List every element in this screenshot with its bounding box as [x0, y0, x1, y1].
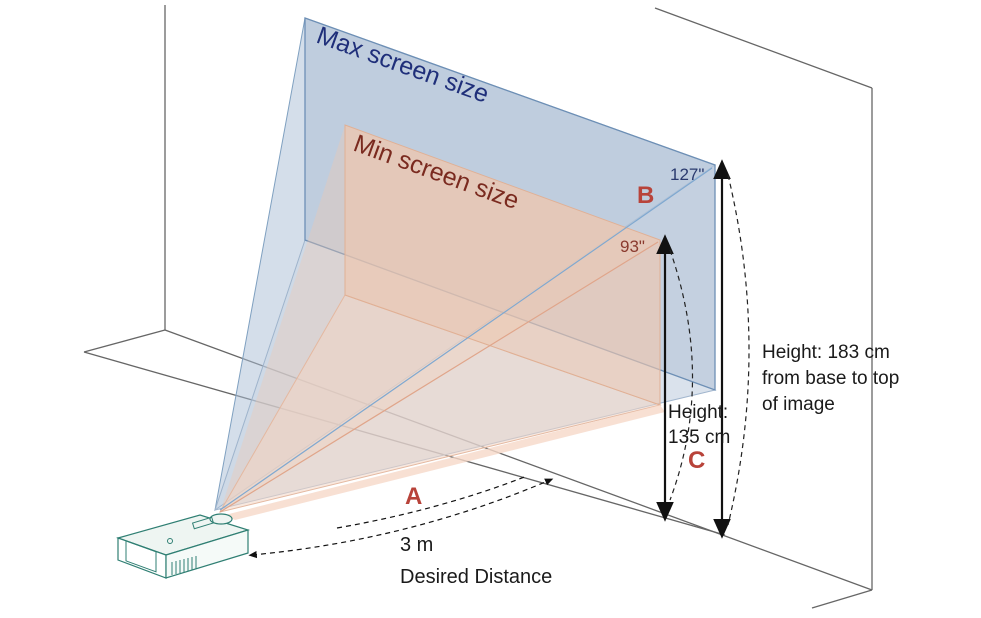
min-height-arc	[669, 249, 694, 501]
min-diagonal-size: 93"	[620, 237, 645, 256]
distance-caption: Desired Distance	[400, 566, 552, 588]
max-height-label-line1: Height: 183 cm	[762, 342, 890, 363]
distance-value: 3 m	[400, 534, 433, 556]
min-height-label-line2: 135 cm	[668, 427, 730, 448]
right-floor-edge	[811, 589, 873, 609]
label-a: A	[405, 483, 422, 510]
max-height-label-line3: of image	[762, 394, 835, 415]
max-diagonal-line	[219, 167, 713, 511]
label-b: B	[637, 182, 654, 209]
min-diagonal-line	[219, 241, 659, 513]
left-floor-edge	[83, 329, 166, 353]
max-diagonal-size: 127"	[670, 165, 704, 184]
min-height-label-line1: Height:	[668, 402, 728, 423]
max-height-arc	[727, 174, 750, 526]
max-height-label-line2: from base to top	[762, 368, 899, 389]
wall-top-edge	[654, 7, 873, 89]
projector-icon	[116, 513, 251, 579]
label-c: C	[688, 447, 705, 474]
distance-arrow-inner	[336, 475, 528, 529]
distance-arrow-outer	[248, 478, 554, 559]
